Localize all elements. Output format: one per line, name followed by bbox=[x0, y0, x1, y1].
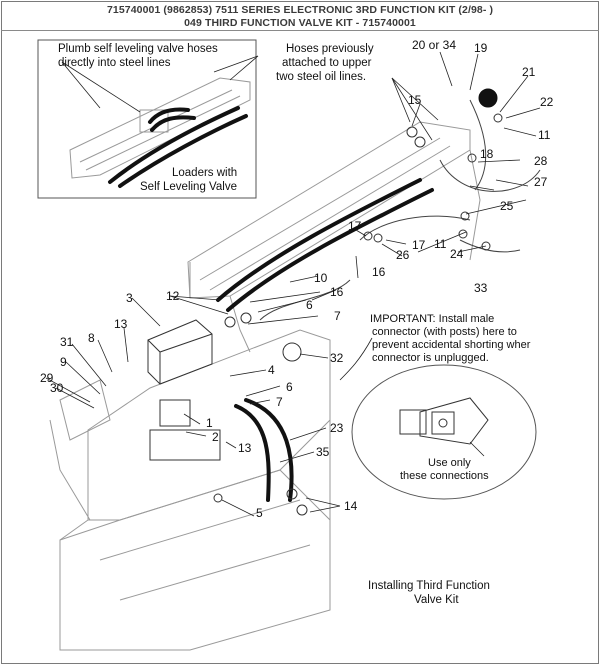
callout-plumb-2: directly into steel lines bbox=[58, 57, 171, 69]
callout-important-3: prevent accidental shorting wher bbox=[372, 339, 531, 351]
part-35: 35 bbox=[316, 445, 330, 459]
leader-lines bbox=[45, 51, 541, 517]
part-11a: 11 bbox=[538, 128, 551, 142]
part-25: 25 bbox=[500, 199, 514, 213]
caption-line-1: Installing Third Function bbox=[368, 580, 490, 592]
callout-important-4: connector is unplugged. bbox=[372, 352, 489, 364]
valve-components bbox=[147, 113, 503, 516]
part-1: 1 bbox=[206, 416, 213, 430]
part-33: 33 bbox=[474, 281, 488, 295]
part-29: 29 bbox=[40, 371, 54, 385]
part-32: 32 bbox=[330, 351, 344, 365]
part-7a: 7 bbox=[334, 309, 341, 323]
callout-plumb-1: Plumb self leveling valve hoses bbox=[58, 43, 218, 55]
part-20-or-34: 20 or 34 bbox=[412, 38, 456, 52]
part-17b: 17 bbox=[412, 238, 426, 252]
part-16b: 16 bbox=[330, 285, 344, 299]
part-2: 2 bbox=[212, 430, 219, 444]
part-27: 27 bbox=[534, 175, 548, 189]
loader-frame-linework bbox=[49, 121, 481, 651]
connector-detail bbox=[351, 364, 537, 500]
callout-loaders-1: Loaders with bbox=[172, 167, 237, 179]
header-divider bbox=[1, 30, 599, 31]
callout-important-2: connector (with posts) here to bbox=[372, 326, 517, 338]
part-14: 14 bbox=[344, 499, 358, 513]
part-5: 5 bbox=[256, 506, 263, 520]
part-18: 18 bbox=[480, 147, 494, 161]
inset-detail bbox=[37, 39, 257, 199]
part-23: 23 bbox=[330, 421, 344, 435]
callout-hoses-2: attached to upper bbox=[282, 57, 372, 69]
part-9: 9 bbox=[60, 355, 67, 369]
header-line-1: 715740001 (9862853) 7511 SERIES ELECTRON… bbox=[106, 4, 494, 16]
part-31: 31 bbox=[60, 335, 74, 349]
part-3: 3 bbox=[126, 291, 133, 305]
part-19: 19 bbox=[474, 41, 488, 55]
part-26: 26 bbox=[396, 248, 410, 262]
header-line-2: 049 THIRD FUNCTION VALVE KIT - 715740001 bbox=[184, 17, 416, 29]
part-16a: 16 bbox=[372, 265, 386, 279]
part-24: 24 bbox=[450, 247, 464, 261]
electrical-wiring bbox=[259, 88, 541, 321]
part-4: 4 bbox=[268, 363, 275, 377]
part-28: 28 bbox=[534, 154, 548, 168]
part-15: 15 bbox=[408, 93, 422, 107]
callout-use-only-1: Use only bbox=[428, 457, 471, 469]
part-6b: 6 bbox=[286, 380, 293, 394]
callout-use-only-2: these connections bbox=[400, 470, 489, 482]
part-8: 8 bbox=[88, 331, 95, 345]
callout-loaders-2: Self Leveling Valve bbox=[140, 181, 237, 193]
part-number-labels: 20 or 34 19 21 22 11 15 18 28 27 25 17 1… bbox=[40, 38, 554, 520]
part-13b: 13 bbox=[238, 441, 252, 455]
part-13a: 13 bbox=[114, 317, 128, 331]
part-17a: 17 bbox=[348, 219, 362, 233]
part-12: 12 bbox=[166, 289, 180, 303]
part-22: 22 bbox=[540, 95, 554, 109]
callout-important-1: IMPORTANT: Install male bbox=[370, 313, 494, 325]
part-7b: 7 bbox=[276, 395, 283, 409]
part-21: 21 bbox=[522, 65, 536, 79]
hydraulic-hoses bbox=[216, 178, 434, 502]
part-11b: 11 bbox=[434, 237, 447, 251]
callout-hoses-3: two steel oil lines. bbox=[276, 71, 366, 83]
callouts: Plumb self leveling valve hoses directly… bbox=[58, 43, 531, 606]
caption-line-2: Valve Kit bbox=[414, 594, 459, 606]
part-6a: 6 bbox=[306, 298, 313, 312]
part-30: 30 bbox=[50, 381, 64, 395]
part-10: 10 bbox=[314, 271, 328, 285]
callout-hoses-1: Hoses previously bbox=[286, 43, 374, 55]
